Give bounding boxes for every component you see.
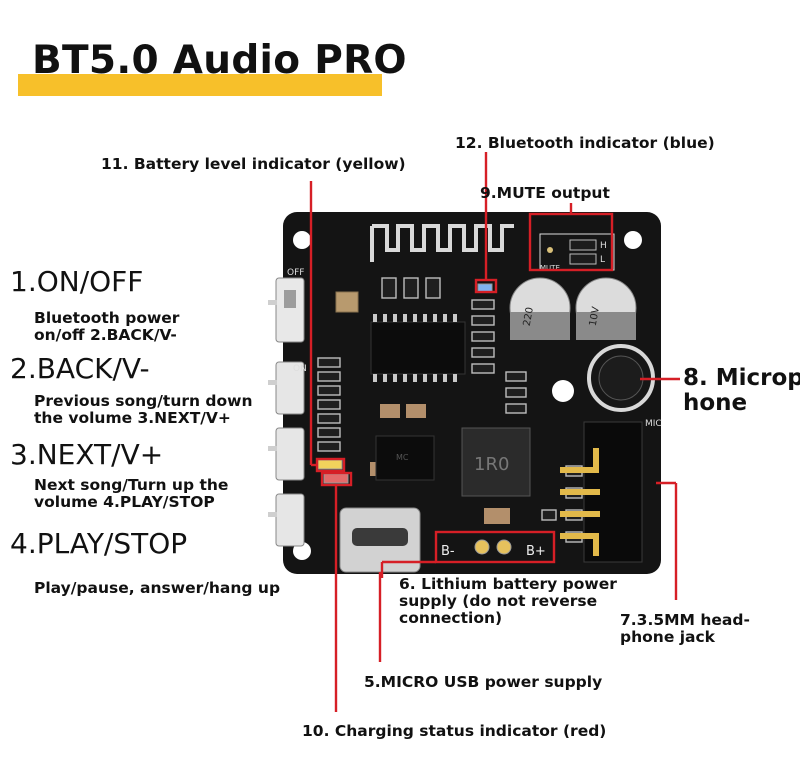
desc-on-off: Bluetooth power on/off 2.BACK/V- <box>34 309 180 344</box>
cap-smd <box>380 404 400 418</box>
power-switch <box>275 277 305 343</box>
callout-lithium-battery: 6. Lithium battery power supply (do not … <box>399 575 617 627</box>
crystal <box>335 291 359 313</box>
label-on-off: 1.ON/OFF <box>10 265 144 298</box>
label-play: 4.PLAY/STOP <box>10 527 188 560</box>
mounting-hole-icon <box>293 231 311 249</box>
off-silk: OFF <box>287 268 304 278</box>
callout-charging-indicator: 10. Charging status indicator (red) <box>302 722 607 740</box>
charging-led <box>323 473 349 484</box>
main-chip <box>370 321 466 375</box>
charger-chip <box>375 435 435 481</box>
callout-mute-output: 9.MUTE output <box>480 184 610 202</box>
callout-micro-usb: 5.MICRO USB power supply <box>364 673 603 691</box>
desc-back: Previous song/turn down the volume 3.NEX… <box>34 392 253 427</box>
b-minus-silk: B- <box>441 544 455 559</box>
callout-lines <box>309 152 680 712</box>
capacitor-left: 220 <box>509 277 571 340</box>
chip-text: MC <box>396 453 409 462</box>
cap-smd <box>406 404 426 418</box>
next-button <box>275 427 305 481</box>
label-back: 2.BACK/V- <box>10 352 150 385</box>
antenna-trace-icon <box>370 224 514 262</box>
inductor-text: 1R0 <box>474 454 509 475</box>
bluetooth-led <box>477 283 493 293</box>
desc-next: Next song/Turn up the volume 4.PLAY/STOP <box>34 476 229 511</box>
mic-silk: MIC <box>645 419 662 429</box>
cap-label-220: 220 <box>522 306 536 327</box>
desc-play: Play/pause, answer/hang up <box>34 579 281 597</box>
label-next: 3.NEXT/V+ <box>10 438 164 471</box>
callout-headphone-jack: 7.3.5MM head- phone jack <box>620 611 750 646</box>
play-button <box>275 493 305 547</box>
on-silk: ON <box>293 364 307 374</box>
inductor <box>461 427 531 497</box>
b-plus-silk: B+ <box>526 544 546 559</box>
capacitor-right: 10V <box>575 277 637 340</box>
mounting-hole-icon <box>624 231 642 249</box>
title-highlight <box>18 38 382 96</box>
callout-bluetooth-indicator: 12. Bluetooth indicator (blue) <box>455 134 715 152</box>
l-silk: L <box>600 255 605 265</box>
mounting-hole-icon <box>552 380 574 402</box>
callout-microphone: 8. Microp hone <box>683 365 800 416</box>
cap-label-10v: 10V <box>588 306 602 327</box>
back-button <box>275 361 305 415</box>
page-title: BT5.0 Audio PRO <box>32 38 407 83</box>
callout-battery-indicator: 11. Battery level indicator (yellow) <box>101 155 406 173</box>
h-silk: H <box>600 241 607 251</box>
cap-smd <box>484 508 510 524</box>
mute-silk: MUTE <box>540 264 560 272</box>
battery-led <box>317 459 343 470</box>
